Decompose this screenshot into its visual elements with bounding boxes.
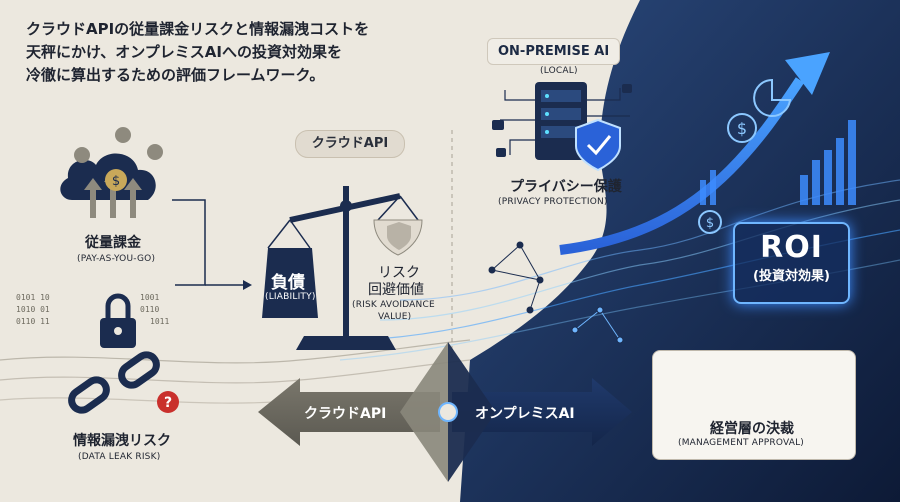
rising-arrow-icon: [559, 52, 830, 255]
pie-chart-icon: [753, 78, 792, 117]
cloud-api-arrow-label: クラウドAPI: [304, 406, 387, 422]
headline-line-3: 冷徹に算出するための評価フレームワーク。: [26, 66, 325, 84]
headline-line-1: クラウドAPIの従量課金リスクと情報漏洩コストを: [26, 20, 370, 38]
onprem-sub: (LOCAL): [540, 66, 578, 76]
comparison-arrow: [258, 342, 632, 482]
svg-text:1011: 1011: [150, 317, 169, 326]
onprem-title: ON-PREMISE AI: [487, 38, 621, 65]
server-icon: [535, 82, 587, 160]
connector-line: [172, 199, 206, 286]
pay-as-you-go-en: (PAY-AS-YOU-GO): [77, 254, 156, 264]
svg-text:1001: 1001: [140, 293, 159, 302]
onprem-arrow-label: オンプレミスAI: [475, 406, 575, 422]
svg-text:$: $: [112, 174, 120, 189]
cloud-icon: $: [60, 153, 156, 218]
shield-icon: [387, 222, 411, 250]
avoidance-value-label: 回避価値: [368, 282, 424, 298]
broken-chain-icon: [68, 351, 160, 414]
roi-subtitle: (投資対効果): [753, 269, 830, 284]
headline: クラウドAPIの従量課金リスクと情報漏洩コストを 天秤にかけ、オンプレミスAIへ…: [26, 18, 436, 87]
liability-en: (LIABILITY): [265, 292, 316, 302]
data-leak-label: 情報漏洩リスク: [73, 433, 171, 449]
cloud-api-pill: クラウドAPI: [295, 130, 405, 158]
svg-text:?: ?: [164, 395, 172, 411]
svg-text:$: $: [737, 119, 747, 138]
svg-text:$: $: [706, 216, 714, 231]
svg-text:1010 01: 1010 01: [16, 305, 50, 314]
coin-icons: [74, 127, 163, 163]
circuit-lines: [500, 88, 630, 155]
data-leak-en: (DATA LEAK RISK): [78, 452, 161, 462]
bar-chart-icon: [700, 120, 856, 205]
risk-avoidance-en-1: (RISK AVOIDANCE: [352, 300, 435, 310]
binary-code: 0101 10 1010 01 0110 11 1001 0110 1011: [16, 293, 169, 326]
headline-line-2: 天秤にかけ、オンプレミスAIへの投資対効果を: [26, 43, 342, 61]
network-nodes: [488, 241, 624, 344]
pay-as-you-go-label: 従量課金: [85, 235, 141, 251]
dollar-coin-icon-2: [698, 210, 722, 234]
management-label: 経営層の決裁: [710, 421, 794, 437]
question-icon: [157, 391, 179, 413]
privacy-label: プライバシー保護: [510, 179, 622, 195]
liability-label: 負債: [271, 273, 305, 293]
shield-check-icon: [575, 118, 621, 172]
management-approval-box: [652, 350, 856, 460]
dollar-coin-icon: [727, 113, 757, 143]
svg-text:0101 10: 0101 10: [16, 293, 50, 302]
roi-title: ROI: [760, 230, 823, 265]
svg-text:0110: 0110: [140, 305, 159, 314]
privacy-en: (PRIVACY PROTECTION): [498, 197, 608, 207]
small-lock-icons: [492, 84, 632, 157]
roi-box: ROI (投資対効果): [733, 222, 850, 304]
risk-label: リスク: [378, 265, 420, 281]
risk-avoidance-en-2: VALUE): [378, 312, 412, 322]
management-en: (MANAGEMENT APPROVAL): [678, 438, 805, 448]
padlock-icon: [100, 293, 136, 348]
balance-scale-icon: [262, 186, 423, 350]
svg-text:0110 11: 0110 11: [16, 317, 50, 326]
